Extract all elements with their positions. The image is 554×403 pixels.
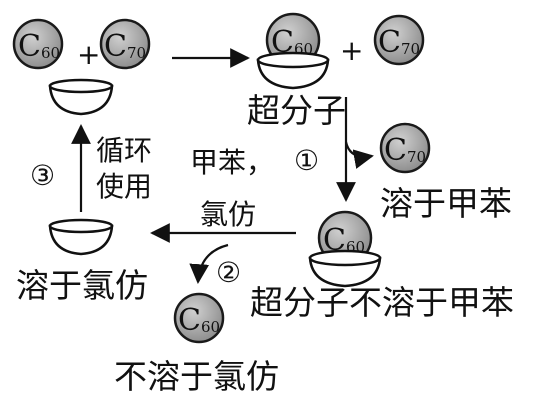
svg-text:C70: C70 <box>104 29 146 64</box>
label-dissolve-chloroform: 溶于氯仿 <box>16 266 148 305</box>
supramolecule-bowl-bottom: C60 <box>308 210 382 288</box>
label-recycle-line2: 使用 <box>96 170 152 203</box>
step-2-marker: ② <box>216 256 241 289</box>
c60-molecule-insoluble: C60 <box>173 292 225 344</box>
label-recycle-line1: 循环 <box>96 134 152 167</box>
svg-text:C60: C60 <box>178 303 220 338</box>
label-insoluble-chloroform: 不溶于氯仿 <box>114 357 279 396</box>
step-1-marker: ① <box>294 144 319 177</box>
label-supra-insoluble-toluene: 超分子不溶于甲苯 <box>250 283 514 322</box>
step-3-marker: ③ <box>30 159 55 192</box>
c60-molecule-topleft: C60 <box>12 18 64 70</box>
label-dissolve-toluene: 溶于甲苯 <box>380 184 512 223</box>
svg-text:C70: C70 <box>384 133 426 168</box>
empty-bowl-top <box>48 78 114 116</box>
plus-sign-2: + <box>340 34 363 67</box>
svg-text:C60: C60 <box>18 29 60 64</box>
arrow-branch-c70 <box>344 141 374 169</box>
label-supramolecule: 超分子 <box>247 91 346 130</box>
arrow-curve-down <box>189 243 229 284</box>
svg-text:C70: C70 <box>378 25 420 60</box>
empty-bowl-bottom <box>48 218 114 256</box>
label-reagent-toluene: 甲苯， <box>190 146 274 179</box>
supramolecule-bowl-top: C60 <box>256 12 330 90</box>
c70-molecule-topright: C70 <box>373 14 425 66</box>
c70-molecule-topleft: C70 <box>99 18 151 70</box>
plus-sign-1: + <box>77 38 100 71</box>
label-reagent-chloroform: 氯仿 <box>200 198 256 231</box>
c70-molecule-dissolved: C70 <box>379 122 431 174</box>
